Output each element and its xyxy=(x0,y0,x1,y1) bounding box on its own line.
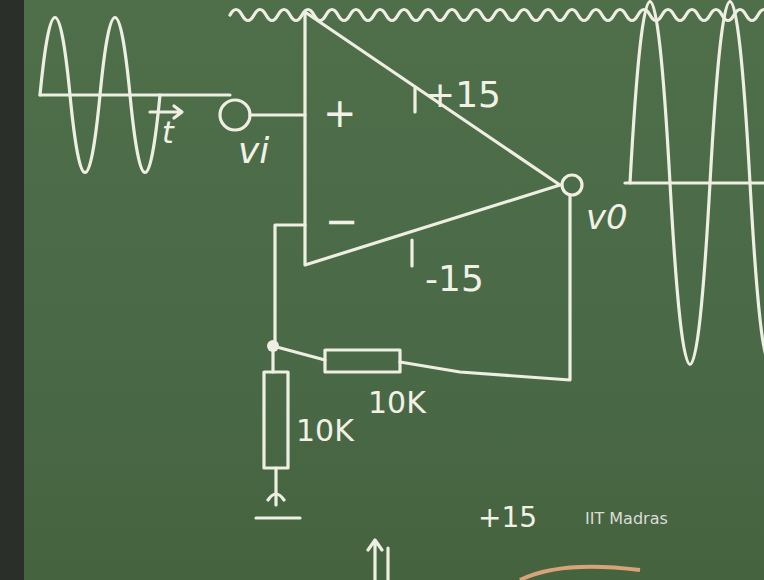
chalk-mark xyxy=(520,567,640,580)
ground-symbol xyxy=(256,494,300,518)
label-anchor: v0 xyxy=(586,198,628,237)
label-anchor: +15 xyxy=(425,74,501,115)
ground-wire xyxy=(271,346,274,372)
output-terminal xyxy=(562,175,582,195)
input-wire xyxy=(250,113,305,116)
supply-voltage: +15 xyxy=(425,74,501,115)
chalk-mark xyxy=(386,548,389,580)
resistor-value: 10K xyxy=(368,385,426,420)
inverting-input: − xyxy=(325,198,359,244)
supply-pin xyxy=(413,88,416,112)
signal-name: vi xyxy=(238,130,269,171)
label-anchor: +15 xyxy=(478,502,537,534)
resistor-value: 10K xyxy=(296,413,354,448)
board-edge xyxy=(0,0,24,580)
label-anchor: -15 xyxy=(425,258,484,299)
output-axis xyxy=(625,181,764,184)
non-inverting-input: + xyxy=(323,90,357,136)
feedback-wire xyxy=(275,225,305,345)
signal-name: v0 xyxy=(586,197,628,237)
watermark: IIT Madras xyxy=(585,509,668,528)
supply-voltage: -15 xyxy=(425,258,484,299)
supply-voltage: +15 xyxy=(478,501,537,534)
label-anchor: vi xyxy=(238,130,269,171)
axis-label: t xyxy=(162,115,174,150)
ground-wire xyxy=(274,468,277,505)
feedback-wire xyxy=(400,195,570,380)
label-anchor: 10K xyxy=(296,414,354,449)
feedback-wire xyxy=(273,346,325,360)
output-sine-wave xyxy=(630,2,764,365)
label-anchor: IIT Madras xyxy=(585,510,668,528)
input-sine-wave xyxy=(40,18,160,173)
supply-arrow xyxy=(368,540,382,580)
resistor-symbol xyxy=(325,350,400,372)
label-anchor: 10K xyxy=(368,386,426,421)
label-anchor: t xyxy=(162,116,174,151)
op-amp-outline xyxy=(305,12,560,265)
input-terminal xyxy=(220,100,250,130)
resistor-symbol xyxy=(264,372,288,468)
op-amp-triangle: +− xyxy=(305,12,565,267)
supply-pin xyxy=(410,240,413,266)
